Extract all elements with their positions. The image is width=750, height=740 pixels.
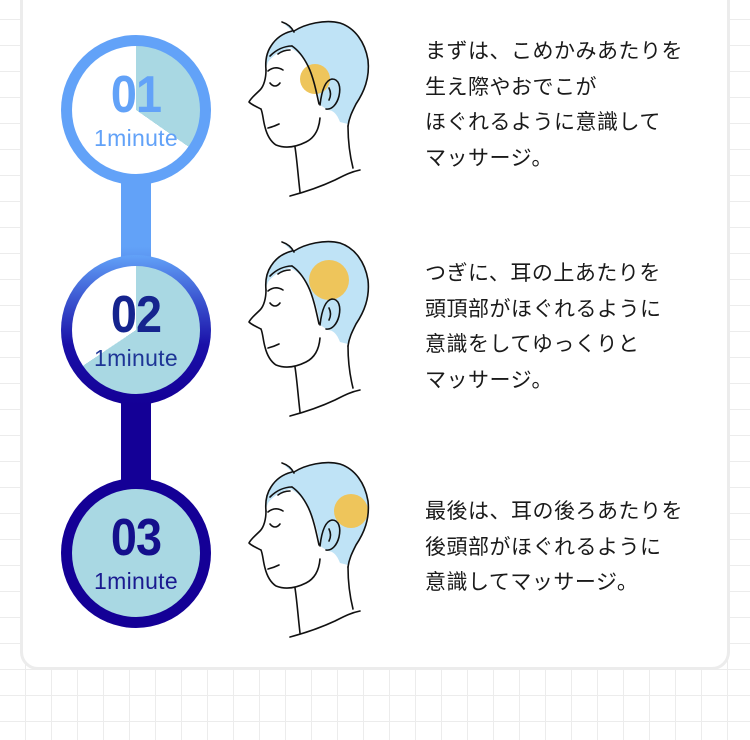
- head-profile-temple-icon: [248, 20, 370, 197]
- head-profile-behind-ear-icon: [248, 461, 370, 638]
- step-2-line-3: 意識をしてゆっくりと: [425, 332, 640, 356]
- timeline-connector-2-3: [121, 396, 151, 486]
- step-2-timer-badge: 02 1minute: [61, 255, 211, 405]
- step-3-description: 最後は、耳の後ろあたりを 後頭部がほぐれるように 意識してマッサージ。: [425, 494, 715, 601]
- step-3-line-3: 意識してマッサージ。: [425, 570, 639, 594]
- step-1-line-2: 生え際やおでこが: [425, 74, 597, 99]
- step-2-duration: 1minute: [94, 345, 178, 371]
- step-2-number: 02: [110, 286, 162, 344]
- step-1-line-4: マッサージ。: [425, 145, 553, 170]
- step-2-line-4: マッサージ。: [425, 367, 553, 392]
- massage-point-behind-ear: [334, 494, 368, 528]
- step-3-duration: 1minute: [94, 568, 178, 594]
- step-3-line-1: 最後は、耳の後ろあたりを: [425, 499, 683, 523]
- step-1-number: 01: [110, 66, 162, 124]
- step-2-progress-pie: [72, 266, 200, 394]
- step-2-line-1: つぎに、耳の上あたりを: [425, 261, 661, 285]
- massage-point-temple: [300, 64, 330, 94]
- step-1-timer-badge: 01 1minute: [61, 35, 211, 185]
- step-1-description: まずは、こめかみあたりを 生え際やおでこが ほぐれるように意識して マッサージ。: [425, 34, 715, 176]
- step-1-line-3: ほぐれるように意識して: [425, 110, 661, 134]
- step-1-duration: 1minute: [94, 125, 178, 151]
- head-profile-above-ear-icon: [248, 240, 370, 417]
- step-2-line-2: 頭頂部がほぐれるように: [425, 296, 662, 321]
- step-3-line-2: 後頭部がほぐれるように: [425, 534, 662, 559]
- massage-point-above-ear: [309, 260, 349, 300]
- step-3-progress-pie: [72, 489, 200, 617]
- step-1-head-illustration: [240, 10, 380, 200]
- step-1-line-1: まずは、こめかみあたりを: [425, 39, 683, 63]
- step-3-timer-badge: 03 1minute: [61, 478, 211, 628]
- step-2-head-illustration: [240, 230, 380, 420]
- step-2-description: つぎに、耳の上あたりを 頭頂部がほぐれるように 意識をしてゆっくりと マッサージ…: [425, 256, 715, 398]
- step-3-head-illustration: [240, 451, 380, 641]
- timeline-connector-1-2: [121, 176, 151, 264]
- step-1-progress-pie: [72, 46, 200, 174]
- step-3-number: 03: [110, 509, 162, 567]
